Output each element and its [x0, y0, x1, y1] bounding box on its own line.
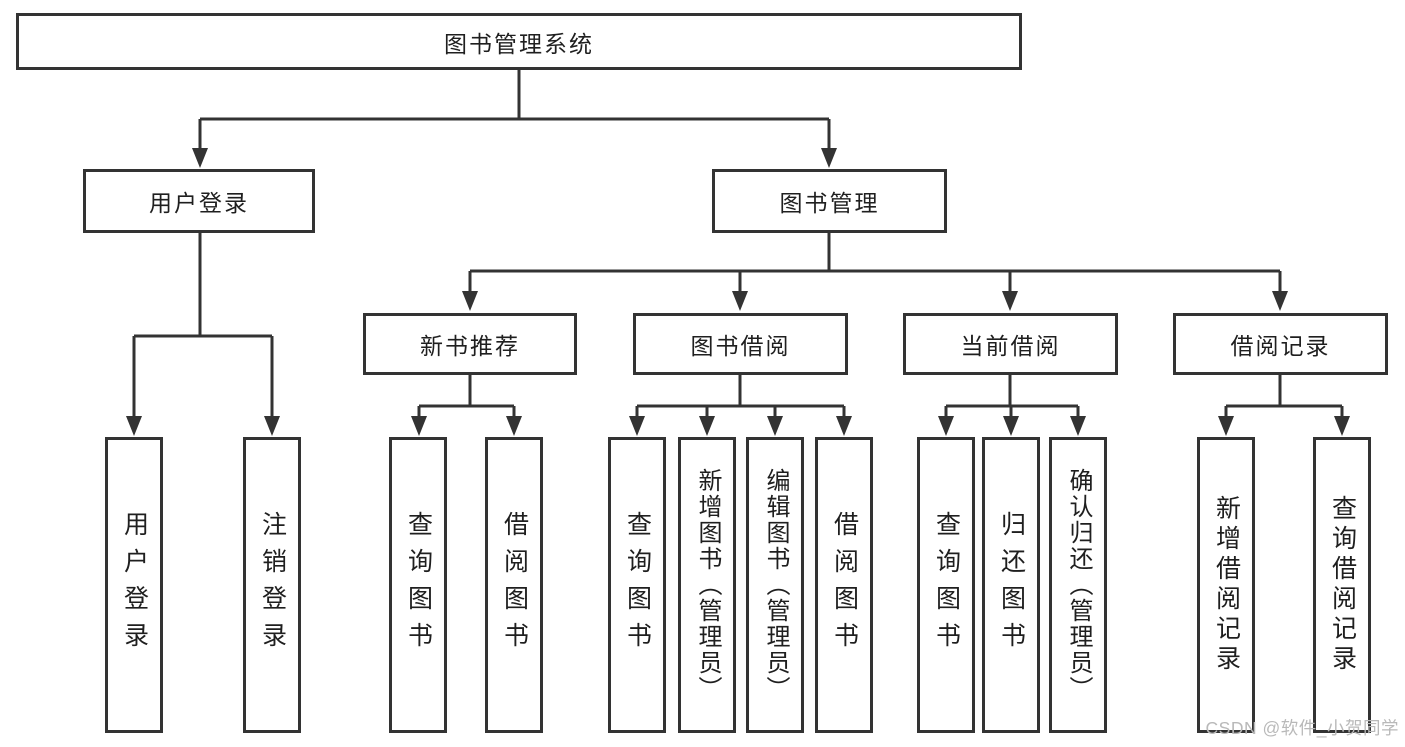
- node-leaf-add-books-admin: 新增图书（管理员）: [678, 437, 736, 733]
- connector-current-borrow-split: [944, 375, 1080, 418]
- watermark: CSDN @软件_小贺同学: [1205, 718, 1399, 738]
- node-borrow-records: 借阅记录: [1173, 313, 1388, 375]
- connector-borrow-record-split: [1224, 375, 1344, 418]
- node-label: 图书管理系统: [444, 30, 594, 57]
- node-label: 借阅图书: [830, 511, 859, 659]
- node-leaf-confirm-return-admin: 确认归还（管理员）: [1049, 437, 1107, 733]
- node-label: 新书推荐: [420, 333, 520, 359]
- node-label: 借阅图书: [500, 511, 529, 659]
- node-label: 用户登录: [149, 190, 249, 216]
- node-user-login: 用户登录: [83, 169, 315, 233]
- arrowheads-book-borrow-split: [629, 416, 852, 436]
- node-current-borrow: 当前借阅: [903, 313, 1118, 375]
- node-leaf-query-books-2: 查询图书: [608, 437, 666, 733]
- node-leaf-edit-books-admin: 编辑图书（管理员）: [746, 437, 804, 733]
- node-system-root: 图书管理系统: [16, 13, 1022, 70]
- arrowheads-user-login-split: [126, 416, 280, 436]
- connector-user-login-split: [132, 233, 274, 418]
- node-label: 用户登录: [120, 511, 149, 659]
- node-label: 查询图书: [623, 511, 652, 659]
- node-label: 当前借阅: [960, 333, 1061, 359]
- node-leaf-query-books-3: 查询图书: [917, 437, 975, 733]
- node-book-management: 图书管理: [712, 169, 947, 233]
- node-leaf-query-borrow-record: 查询借阅记录: [1313, 437, 1371, 733]
- arrowheads-root-split: [192, 148, 837, 168]
- node-label: 注销登录: [258, 511, 287, 659]
- node-label: 新增借阅记录: [1212, 495, 1241, 675]
- node-label: 查询借阅记录: [1328, 495, 1357, 675]
- arrowheads-borrow-record-split: [1218, 416, 1350, 436]
- connector-book-borrow-split: [635, 375, 846, 418]
- node-leaf-user-login: 用户登录: [105, 437, 163, 733]
- node-label: 确认归还（管理员）: [1065, 468, 1092, 702]
- node-label: 借阅记录: [1230, 333, 1331, 359]
- node-leaf-borrow-books-1: 借阅图书: [485, 437, 543, 733]
- node-label: 图书管理: [779, 190, 880, 216]
- node-label: 新增图书（管理员）: [694, 468, 721, 702]
- node-label: 归还图书: [997, 511, 1026, 659]
- node-leaf-logout: 注销登录: [243, 437, 301, 733]
- connector-new-book-split: [417, 375, 516, 418]
- node-leaf-return-books: 归还图书: [982, 437, 1040, 733]
- node-label: 查询图书: [932, 511, 961, 659]
- arrowheads-current-borrow-split: [938, 416, 1086, 436]
- connector-root-split: [198, 70, 831, 150]
- node-label: 编辑图书（管理员）: [762, 468, 789, 702]
- node-leaf-add-borrow-record: 新增借阅记录: [1197, 437, 1255, 733]
- node-book-borrow: 图书借阅: [633, 313, 848, 375]
- arrowheads-book-mgmt-split: [462, 291, 1288, 311]
- node-leaf-query-books-1: 查询图书: [389, 437, 447, 733]
- arrowheads-new-book-split: [411, 416, 522, 436]
- node-label: 图书借阅: [690, 333, 791, 359]
- node-new-book-recommend: 新书推荐: [363, 313, 577, 375]
- node-leaf-borrow-books-2: 借阅图书: [815, 437, 873, 733]
- node-label: 查询图书: [404, 511, 433, 659]
- connector-book-mgmt-split: [468, 233, 1282, 293]
